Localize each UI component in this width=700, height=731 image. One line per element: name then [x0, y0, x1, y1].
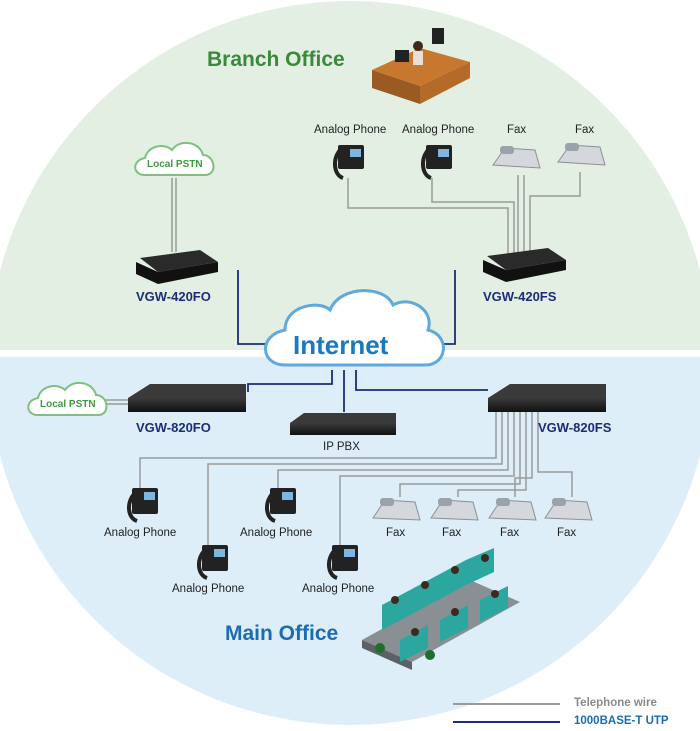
vgw-820fo-device	[128, 384, 246, 412]
main-fax-4	[544, 498, 593, 521]
vgw-820fs-label: VGW-820FS	[538, 420, 612, 435]
main-fax-label: Fax	[500, 527, 520, 539]
main-phone-label: Analog Phone	[240, 527, 313, 539]
branch-fax-2	[557, 143, 606, 166]
vgw-420fs-device	[483, 248, 566, 282]
vgw-420fs-label: VGW-420FS	[483, 289, 557, 304]
internet-cloud	[264, 289, 445, 367]
main-phone-label: Analog Phone	[104, 527, 177, 539]
ip-pbx-device	[290, 413, 396, 435]
main-pstn-cloud	[27, 381, 108, 416]
branch-endpoint-label: Fax	[575, 124, 595, 136]
legend-telephone-label: Telephone wire	[574, 697, 657, 709]
main-fax-label: Fax	[557, 527, 577, 539]
vgw-420fo-label: VGW-420FO	[136, 289, 211, 304]
main-office-workspace-illustration	[362, 548, 520, 670]
main-analog-phone-1	[127, 488, 158, 523]
branch-fax-1	[492, 146, 541, 169]
vgw-820fs-device	[488, 384, 606, 412]
branch-office-desk-illustration	[372, 28, 470, 104]
main-office-title: Main Office	[225, 622, 339, 645]
main-analog-phone-3	[265, 488, 296, 523]
branch-office-title: Branch Office	[207, 48, 345, 71]
branch-analog-phone-1	[333, 145, 364, 180]
vgw-820fo-label: VGW-820FO	[136, 420, 211, 435]
vgw-420fo-device	[136, 250, 218, 284]
branch-pstn-cloud	[134, 141, 215, 176]
ip-pbx-label: IP PBX	[323, 441, 360, 453]
branch-pstn-label: Local PSTN	[147, 159, 203, 170]
branch-analog-phone-2	[421, 145, 452, 180]
main-fax-2	[430, 498, 479, 521]
branch-endpoint-label: Fax	[507, 124, 527, 136]
main-pstn-label: Local PSTN	[40, 399, 96, 410]
main-fax-label: Fax	[386, 527, 406, 539]
legend-utp-label: 1000BASE-T UTP	[574, 715, 669, 727]
main-phone-label: Analog Phone	[302, 583, 375, 595]
branch-endpoint-label: Analog Phone	[402, 124, 475, 136]
main-fax-1	[372, 498, 421, 521]
branch-endpoint-label: Analog Phone	[314, 124, 387, 136]
telephone-wires	[98, 172, 581, 545]
main-analog-phone-4	[327, 545, 358, 580]
main-analog-phone-2	[197, 545, 228, 580]
main-fax-3	[488, 498, 537, 521]
internet-label: Internet	[293, 330, 389, 360]
main-fax-label: Fax	[442, 527, 462, 539]
main-phone-label: Analog Phone	[172, 583, 245, 595]
